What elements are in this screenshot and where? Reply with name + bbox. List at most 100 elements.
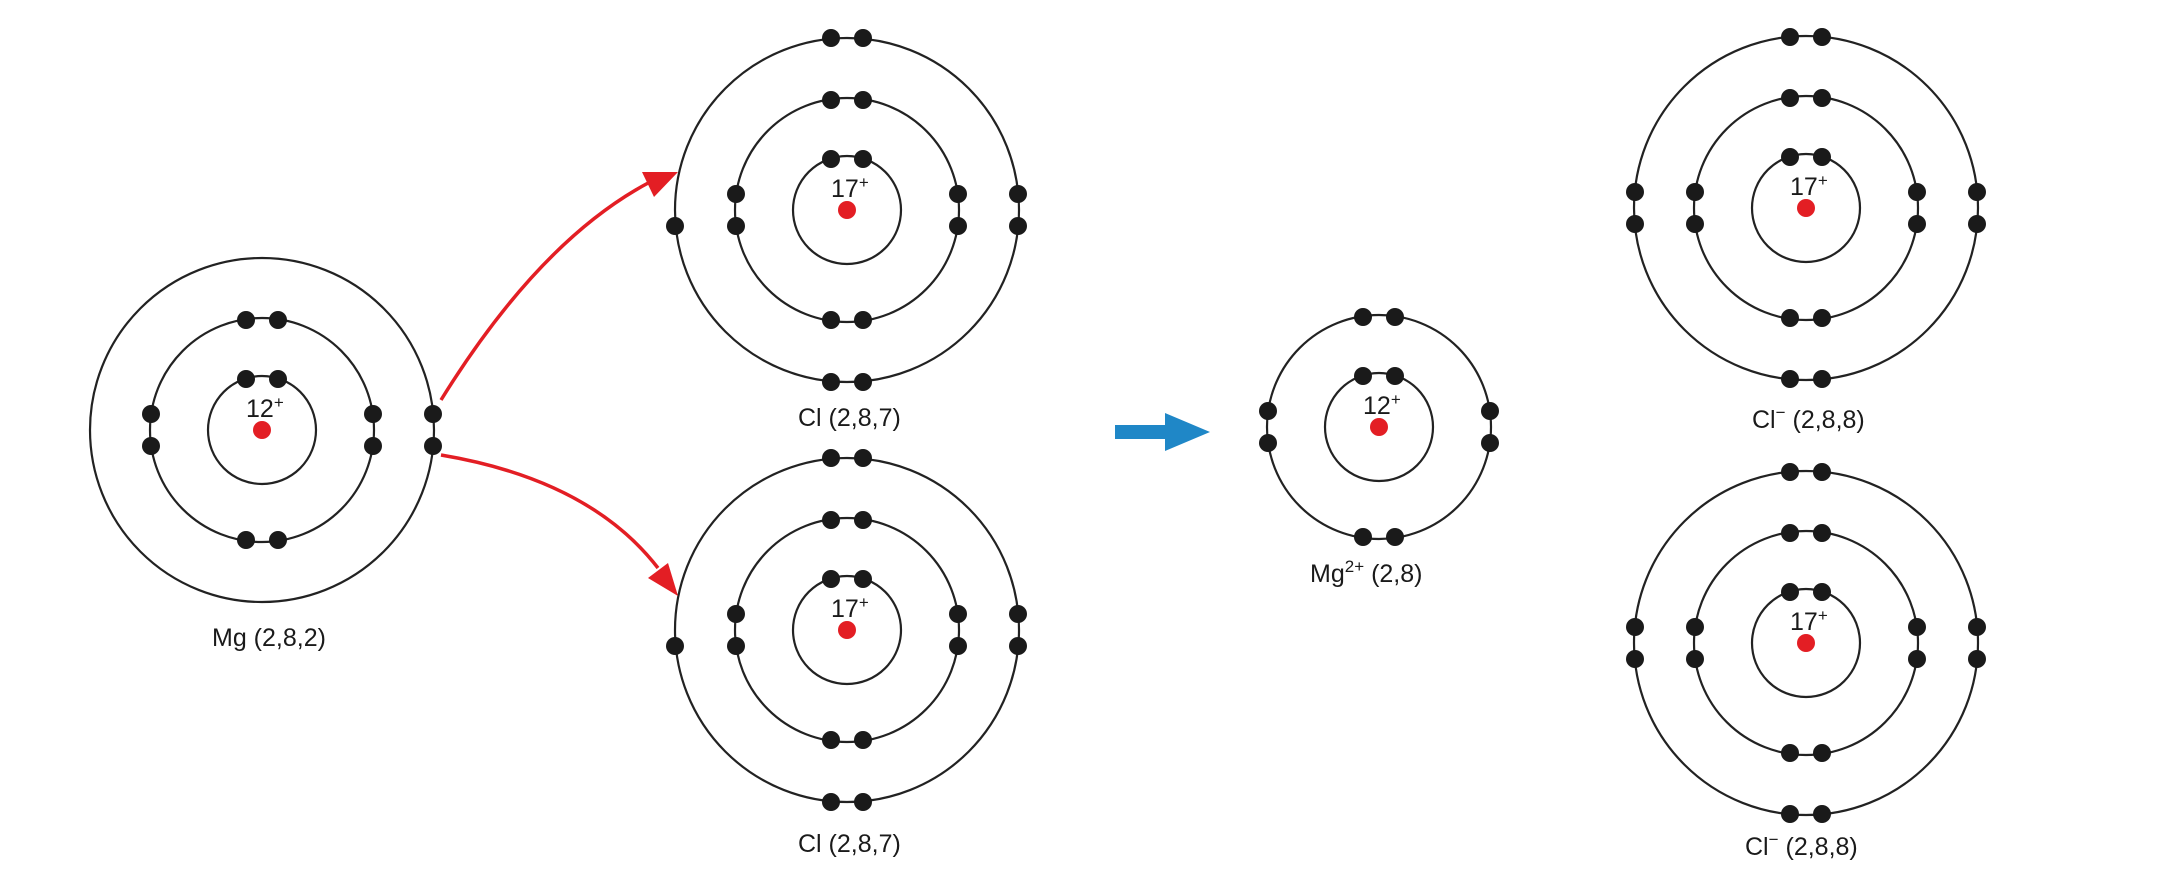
cl-atom-top: 17+ bbox=[666, 29, 1027, 391]
transfer-arrow-bottom-head bbox=[648, 563, 678, 596]
electron-transfer-arrow-bottom bbox=[440, 453, 678, 596]
cl-top-nucleus-charge: 17+ bbox=[831, 173, 869, 203]
cl-ion-bottom-nucleus bbox=[1797, 634, 1815, 652]
electron bbox=[142, 437, 160, 455]
cl-ion-bottom-nucleus-charge: 17+ bbox=[1790, 606, 1828, 636]
cl-ion-top-shell-1 bbox=[1750, 152, 1862, 264]
mg-ion-shell-2 bbox=[1265, 313, 1493, 541]
electron bbox=[822, 373, 840, 391]
electron bbox=[1686, 183, 1704, 201]
electron bbox=[727, 605, 745, 623]
cl-ion-top-nucleus-charge: 17+ bbox=[1790, 171, 1828, 201]
electron bbox=[854, 311, 872, 329]
electron bbox=[949, 605, 967, 623]
valence-electron bbox=[424, 437, 442, 455]
electron bbox=[1813, 805, 1831, 823]
electron bbox=[1781, 148, 1799, 166]
electron bbox=[1354, 528, 1372, 546]
electron bbox=[854, 511, 872, 529]
electron-transfer-arrow-top bbox=[439, 172, 678, 401]
electron bbox=[269, 531, 287, 549]
electron bbox=[237, 531, 255, 549]
electron bbox=[1386, 528, 1404, 546]
mg-ion: 12+ bbox=[1259, 308, 1499, 546]
electron bbox=[1686, 650, 1704, 668]
electron bbox=[822, 570, 840, 588]
electron bbox=[364, 405, 382, 423]
electron bbox=[1968, 183, 1986, 201]
cl-bottom-label: Cl (2,8,7) bbox=[798, 830, 901, 858]
electron bbox=[1481, 402, 1499, 420]
cl-bottom-shell-2 bbox=[733, 516, 961, 744]
electron bbox=[1009, 605, 1027, 623]
cl-top-shell-3 bbox=[673, 36, 1021, 384]
cl-top-shell-1 bbox=[791, 154, 903, 266]
electron bbox=[727, 217, 745, 235]
electron bbox=[854, 731, 872, 749]
mg-nucleus-charge: 12+ bbox=[246, 393, 284, 423]
electron bbox=[822, 29, 840, 47]
electron bbox=[1908, 618, 1926, 636]
cl-ion-bottom-shell-1 bbox=[1750, 587, 1862, 699]
electron bbox=[237, 311, 255, 329]
mg-ion-shell-1 bbox=[1323, 371, 1435, 483]
mg-shell-1 bbox=[206, 374, 318, 486]
electron bbox=[1781, 524, 1799, 542]
electron bbox=[142, 405, 160, 423]
cl-bottom-nucleus-charge: 17+ bbox=[831, 593, 869, 623]
electron bbox=[822, 311, 840, 329]
electron bbox=[822, 731, 840, 749]
electron bbox=[1781, 89, 1799, 107]
electron bbox=[1813, 463, 1831, 481]
electron bbox=[1781, 583, 1799, 601]
electron bbox=[854, 91, 872, 109]
cl-ion-top-shell-2 bbox=[1692, 94, 1920, 322]
cl-ion-bottom-label: Cl− (2,8,8) bbox=[1745, 830, 1858, 861]
mg-shell-2 bbox=[148, 316, 376, 544]
electron bbox=[1813, 89, 1831, 107]
electron bbox=[1626, 618, 1644, 636]
electron bbox=[1781, 805, 1799, 823]
electron bbox=[1813, 370, 1831, 388]
electron bbox=[269, 370, 287, 388]
valence-electron bbox=[424, 405, 442, 423]
electron bbox=[1354, 367, 1372, 385]
electron bbox=[1813, 309, 1831, 327]
electron bbox=[1009, 637, 1027, 655]
electron bbox=[822, 511, 840, 529]
electron bbox=[269, 311, 287, 329]
electron bbox=[822, 793, 840, 811]
cl-ion-bottom-shell-3 bbox=[1632, 469, 1980, 817]
mg-shell-3 bbox=[88, 256, 436, 604]
electron bbox=[1781, 463, 1799, 481]
mg-nucleus bbox=[253, 421, 271, 439]
electron bbox=[1968, 650, 1986, 668]
electron bbox=[1386, 308, 1404, 326]
electron bbox=[854, 570, 872, 588]
electron bbox=[1781, 370, 1799, 388]
electron bbox=[1813, 524, 1831, 542]
transfer-arrow-top-line bbox=[439, 180, 651, 401]
mg-atom: 12+ bbox=[88, 256, 442, 604]
mg-ion-label: Mg2+ (2,8) bbox=[1310, 557, 1422, 588]
cl-ion-bottom-shell-2 bbox=[1692, 529, 1920, 757]
electron bbox=[949, 185, 967, 203]
electron bbox=[949, 637, 967, 655]
electron bbox=[1968, 215, 1986, 233]
electron bbox=[1813, 744, 1831, 762]
mg-ion-nucleus bbox=[1370, 418, 1388, 436]
electron bbox=[1354, 308, 1372, 326]
electron bbox=[1626, 215, 1644, 233]
electron bbox=[822, 150, 840, 168]
mg-ion-nucleus-charge: 12+ bbox=[1363, 390, 1401, 420]
electron bbox=[364, 437, 382, 455]
electron bbox=[949, 217, 967, 235]
electron bbox=[1259, 434, 1277, 452]
electron bbox=[1781, 28, 1799, 46]
electron bbox=[1386, 367, 1404, 385]
cl-bottom-shell-1 bbox=[791, 574, 903, 686]
electron bbox=[854, 449, 872, 467]
electron bbox=[1626, 183, 1644, 201]
cl-ion-top-nucleus bbox=[1797, 199, 1815, 217]
electron bbox=[1781, 744, 1799, 762]
